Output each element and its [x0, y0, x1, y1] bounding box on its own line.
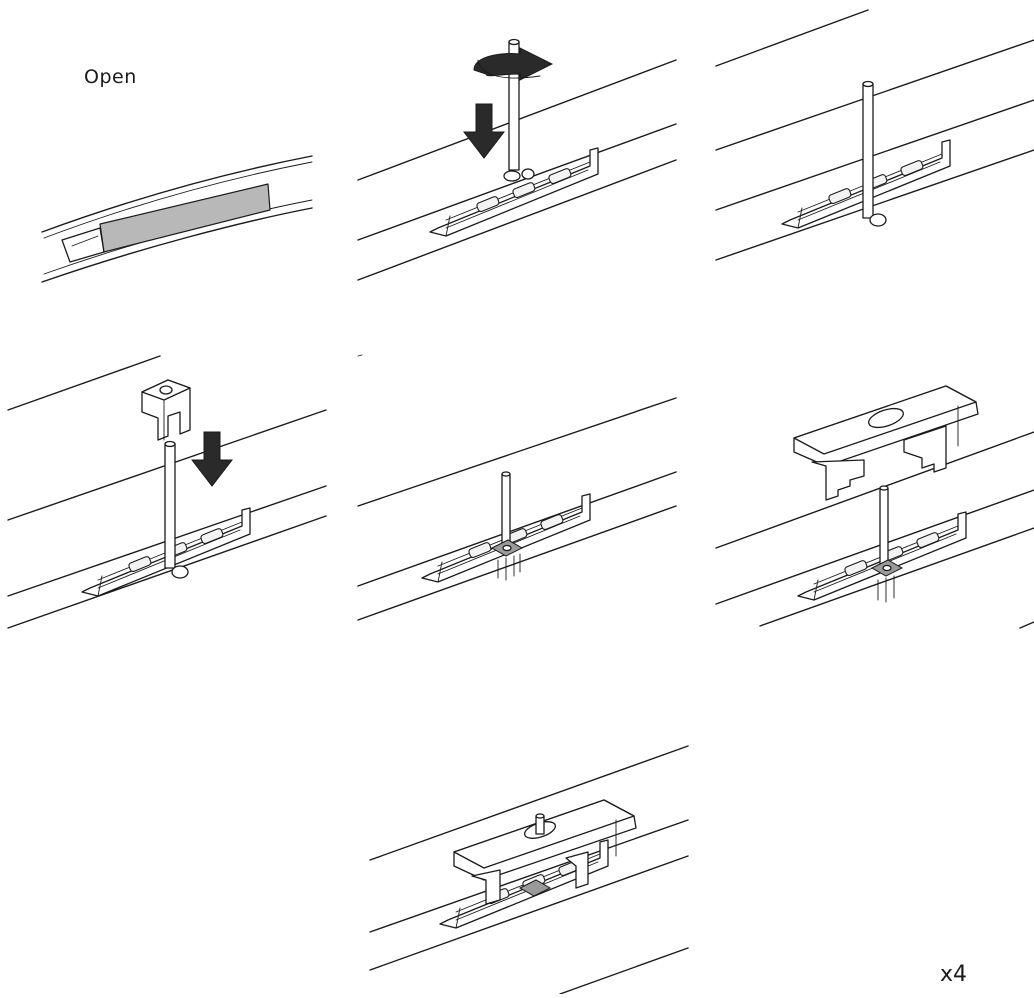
u-clip: [141, 379, 191, 441]
step-6-place-cap: [715, 385, 1034, 629]
quantity-label: x4: [940, 962, 968, 987]
step-7-assembled: [369, 745, 689, 995]
step-3-pin-through: [715, 9, 1034, 261]
end-cap: [793, 385, 979, 501]
step-4-place-clip: [7, 355, 327, 629]
step-1-open-cover: [41, 155, 313, 283]
step-2-insert-pin: [357, 38, 677, 281]
down-arrow-icon: [190, 431, 234, 487]
down-arrow-icon: [462, 103, 506, 159]
open-label: Open: [84, 66, 137, 88]
step-5-clip-fitted: [357, 354, 677, 621]
rotate-arrow-icon: [473, 47, 554, 81]
open-cover-strip: [99, 183, 271, 253]
end-cap-installed: [453, 799, 637, 905]
